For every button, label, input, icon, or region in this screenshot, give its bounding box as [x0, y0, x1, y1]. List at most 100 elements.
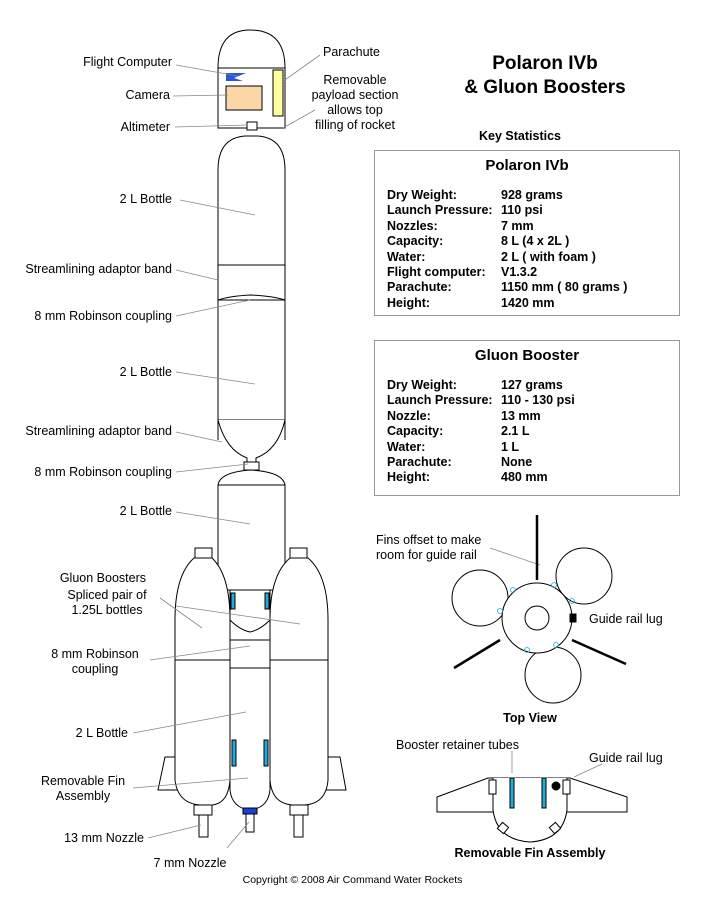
- polaron-value: 1420 mm: [501, 295, 555, 310]
- label-fins-offset-2: room for guide rail: [376, 548, 477, 562]
- fin-assembly-diagram: [436, 777, 628, 843]
- label-payload-4: filling of rocket: [315, 118, 395, 132]
- polaron-key: Flight computer:: [387, 265, 486, 280]
- gluon-value: 13 mm: [501, 408, 541, 423]
- label-coupling-3-1: 8 mm Robinson: [51, 647, 139, 661]
- label-band-2: Streamlining adaptor band: [25, 424, 172, 438]
- gluon-key: Nozzle:: [387, 408, 431, 423]
- gluon-value: 110 - 130 psi: [501, 393, 575, 408]
- polaron-value: 2 L ( with foam ): [501, 249, 596, 264]
- polaron-row: Height: 1420 mm: [387, 296, 627, 311]
- polaron-value: 928 grams: [501, 188, 563, 202]
- polaron-row: Nozzles: 7 mm: [387, 219, 627, 234]
- polaron-value: 110 psi: [501, 203, 543, 218]
- polaron-value: 8 L (4 x 2L ): [501, 234, 570, 249]
- parachute-box: [272, 69, 284, 117]
- polaron-key: Dry Weight:: [387, 188, 457, 202]
- polaron-row: Capacity: 8 L (4 x 2L ): [387, 234, 627, 249]
- gluon-key: Height:: [387, 470, 431, 485]
- gluon-row: Height: 480 mm: [387, 470, 575, 485]
- polaron-row: Water: 2 L ( with foam ): [387, 250, 627, 265]
- key-statistics-heading: Key Statistics: [479, 129, 561, 143]
- bottle-3: [217, 469, 286, 591]
- top-view-diagram: [451, 515, 627, 704]
- label-spliced-1: Spliced pair of: [67, 588, 147, 602]
- title-line-1: Polaron IVb: [492, 53, 598, 74]
- gluon-value: 1 L: [501, 439, 520, 454]
- gluon-key: Dry Weight:: [387, 378, 457, 392]
- polaron-value: V1.3.2: [501, 265, 538, 280]
- booster-right: [269, 557, 329, 806]
- label-coupling-2: 8 mm Robinson coupling: [34, 465, 172, 479]
- label-gluon-boosters: Gluon Boosters: [59, 571, 146, 585]
- label-guide-rail-lug-bottom: Guide rail lug: [589, 751, 663, 765]
- gluon-value: 480 mm: [501, 470, 548, 485]
- gluon-row: Nozzle: 13 mm: [387, 409, 575, 424]
- label-guide-rail-lug-top: Guide rail lug: [589, 612, 663, 626]
- gluon-row: Launch Pressure: 110 - 130 psi: [387, 393, 575, 408]
- label-fin-assembly-2: Assembly: [55, 789, 111, 803]
- title-line-2: & Gluon Boosters: [464, 77, 626, 98]
- gluon-key: Parachute:: [387, 455, 452, 470]
- label-bottle-1: 2 L Bottle: [119, 192, 172, 206]
- gluon-row: Water: 1 L: [387, 440, 575, 455]
- gluon-value: 2.1 L: [501, 424, 530, 439]
- gluon-row: Dry Weight: 127 grams: [387, 378, 575, 393]
- polaron-row: Parachute: 1150 mm ( 80 grams ): [387, 280, 627, 295]
- label-payload-2: payload section: [311, 88, 399, 102]
- label-altimeter: Altimeter: [120, 120, 170, 134]
- label-fin-assembly-1: Removable Fin: [40, 774, 126, 788]
- bottle-4: [229, 667, 271, 811]
- gluon-row: Parachute: None: [387, 455, 575, 470]
- polaron-key: Water:: [387, 249, 426, 264]
- label-coupling-1: 8 mm Robinson coupling: [34, 309, 172, 323]
- label-bottle-3: 2 L Bottle: [119, 504, 172, 518]
- booster-left: [174, 557, 231, 806]
- bottle-1: [217, 135, 286, 301]
- altimeter-cap: [246, 121, 258, 131]
- polaron-key: Capacity:: [387, 234, 444, 249]
- label-bottle-2: 2 L Bottle: [119, 365, 172, 379]
- polaron-row: Launch Pressure: 110 psi: [387, 203, 627, 218]
- gluon-key: Capacity:: [387, 424, 444, 439]
- polaron-key: Height:: [387, 295, 431, 310]
- label-booster-retainer-tubes: Booster retainer tubes: [396, 738, 519, 752]
- gluon-value: None: [501, 455, 533, 470]
- polaron-row: Dry Weight: 928 grams: [387, 188, 627, 203]
- label-parachute: Parachute: [323, 45, 380, 59]
- label-bottle-4: 2 L Bottle: [75, 726, 128, 740]
- label-band-1: Streamlining adaptor band: [25, 262, 172, 276]
- polaron-value: 1150 mm ( 80 grams ): [501, 280, 628, 295]
- gluon-value: 127 grams: [501, 378, 563, 392]
- gluon-key: Water:: [387, 439, 426, 454]
- polaron-key: Nozzles:: [387, 218, 438, 233]
- polaron-value: 7 mm: [501, 218, 534, 233]
- label-spliced-2: 1.25L bottles: [71, 603, 143, 617]
- polaron-stats-heading: Polaron IVb: [485, 157, 569, 174]
- polaron-row: Flight computer: V1.3.2: [387, 265, 627, 280]
- label-coupling-3-2: coupling: [71, 662, 119, 676]
- flight-computer-board: [226, 73, 246, 81]
- bottle-2: [217, 419, 286, 469]
- gluon-key: Launch Pressure:: [387, 393, 493, 408]
- label-camera: Camera: [125, 88, 170, 102]
- polaron-key: Launch Pressure:: [387, 203, 493, 218]
- label-payload-3: allows top: [327, 103, 383, 117]
- nose-cone: [217, 29, 286, 69]
- label-nozzle-13: 13 mm Nozzle: [64, 831, 144, 845]
- label-fins-offset-1: Fins offset to make: [376, 533, 482, 547]
- label-flight-computer: Flight Computer: [83, 55, 172, 69]
- camera-box: [225, 85, 263, 111]
- polaron-key: Parachute:: [387, 280, 452, 295]
- label-removable-fin-assembly: Removable Fin Assembly: [454, 846, 606, 860]
- label-top-view: Top View: [503, 711, 557, 725]
- copyright: Copyright © 2008 Air Command Water Rocke…: [242, 874, 463, 886]
- gluon-stats-heading: Gluon Booster: [474, 347, 580, 364]
- label-nozzle-7: 7 mm Nozzle: [153, 856, 227, 870]
- gluon-row: Capacity: 2.1 L: [387, 424, 575, 439]
